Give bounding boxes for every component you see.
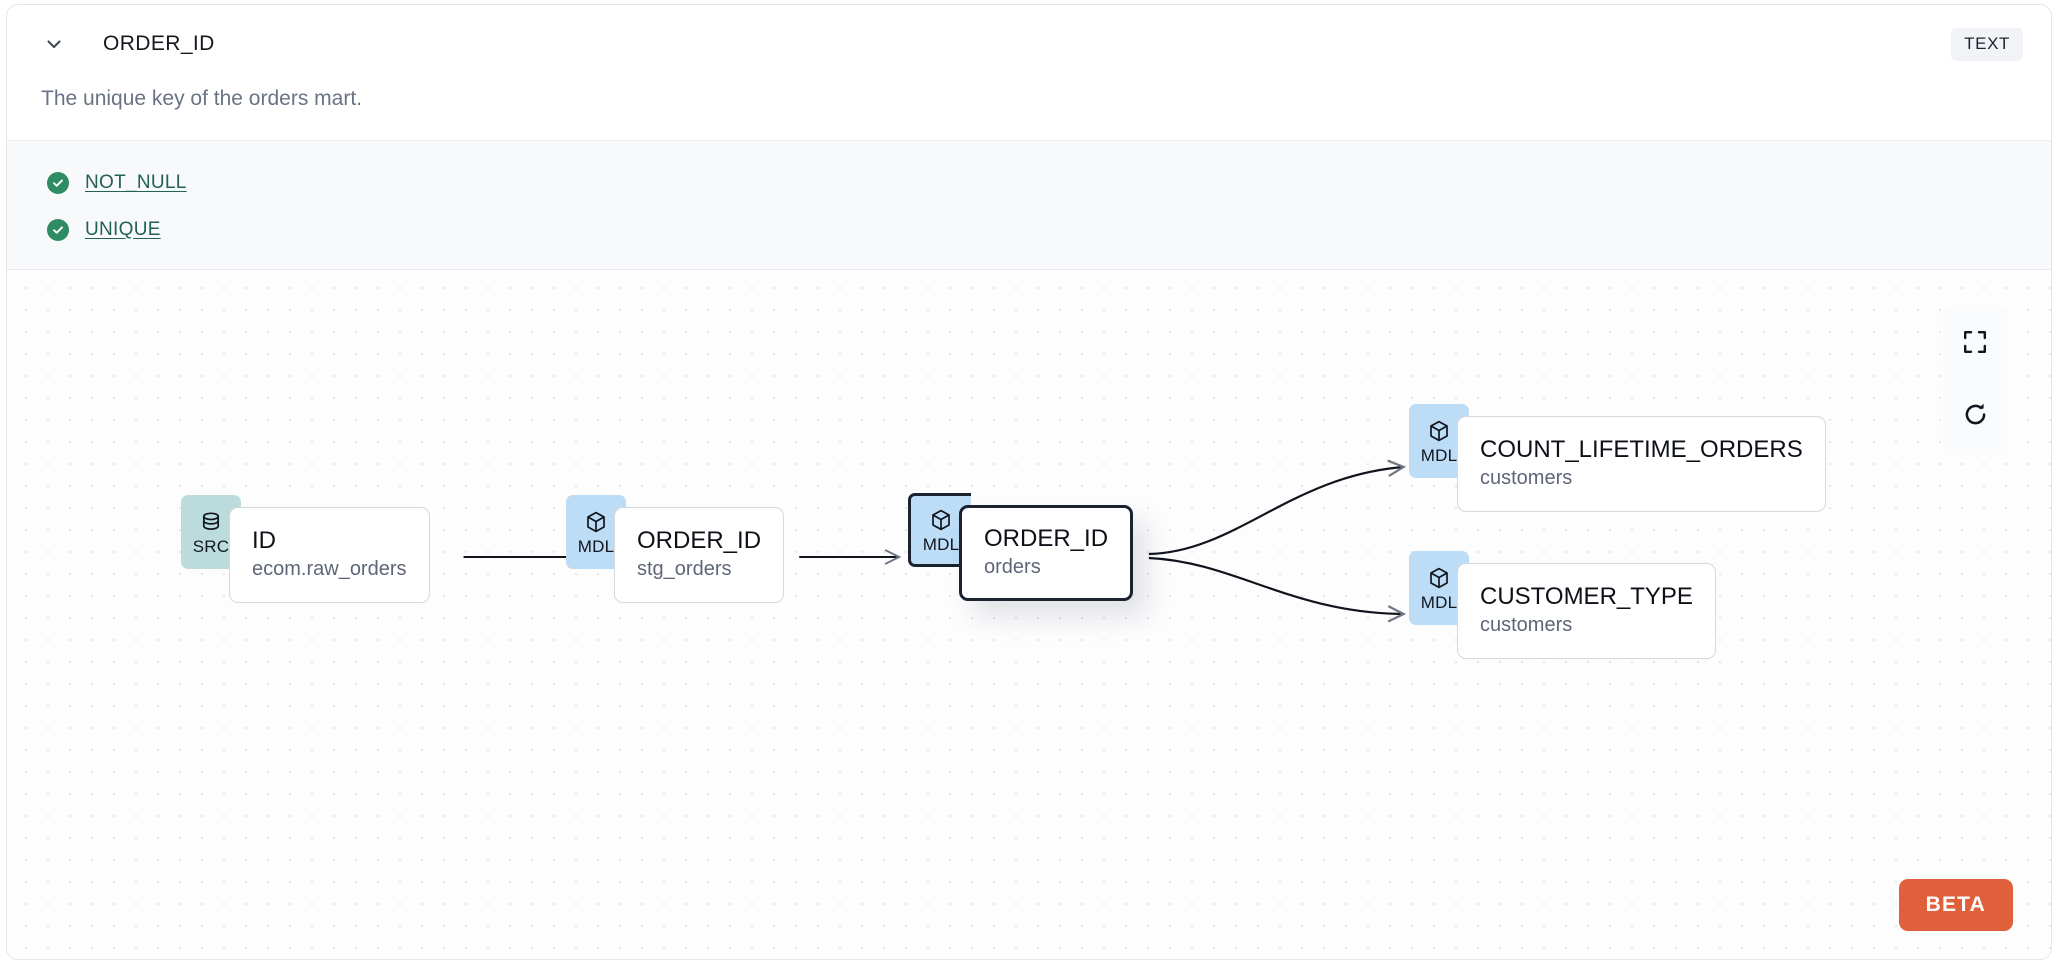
- node-parent-name: customers: [1480, 467, 1573, 490]
- node-badge-label: MDL: [577, 537, 615, 556]
- test-item-unique[interactable]: UNIQUE: [47, 206, 161, 253]
- node-parent-name: customers: [1480, 614, 1573, 637]
- node-badge-label: MDL: [1420, 593, 1458, 612]
- column-description: The unique key of the orders mart.: [41, 87, 362, 110]
- cube-icon: [1430, 567, 1448, 589]
- lineage-node-id[interactable]: SRC ID ecom.raw_orders: [181, 495, 430, 603]
- check-circle-icon: [47, 218, 69, 241]
- edge-orders-to-count-lifetime-orders: [1148, 459, 1407, 556]
- column-detail-panel: ORDER_ID TEXT The unique key of the orde…: [6, 4, 2052, 960]
- data-type-badge: TEXT: [1951, 27, 2023, 61]
- edge-orders-to-customer-type: [1148, 556, 1407, 623]
- node-parent-name: ecom.raw_orders: [252, 558, 407, 581]
- lineage-edges: [463, 459, 1407, 623]
- chevron-down-icon[interactable]: [41, 31, 67, 57]
- test-link-label[interactable]: UNIQUE: [85, 218, 161, 240]
- test-item-not-null[interactable]: NOT_NULL: [47, 159, 187, 206]
- lineage-graph-canvas[interactable]: SRC ID ecom.raw_orders MDL ORDER_ID stg_…: [7, 271, 2051, 959]
- page-title: ORDER_ID: [103, 32, 215, 55]
- check-circle-icon: [47, 171, 69, 194]
- panel-header: ORDER_ID TEXT: [7, 5, 2051, 83]
- tests-section: NOT_NULL UNIQUE: [7, 140, 2051, 270]
- node-badge-label: SRC: [192, 537, 230, 556]
- node-card[interactable]: ORDER_ID stg_orders: [614, 507, 785, 603]
- lineage-node-customer-type[interactable]: MDL CUSTOMER_TYPE customers: [1409, 551, 1716, 659]
- node-column-name: COUNT_LIFETIME_ORDERS: [1480, 435, 1803, 463]
- cube-icon: [1430, 420, 1448, 442]
- node-card[interactable]: COUNT_LIFETIME_ORDERS customers: [1457, 416, 1826, 512]
- lineage-node-stg-orders[interactable]: MDL ORDER_ID stg_orders: [566, 495, 785, 603]
- cube-icon: [932, 509, 950, 531]
- node-card[interactable]: ORDER_ID orders: [959, 505, 1134, 601]
- lineage-node-orders-selected[interactable]: MDL ORDER_ID orders: [908, 493, 1134, 601]
- refresh-icon[interactable]: [1943, 378, 2007, 450]
- node-column-name: ID: [252, 526, 276, 554]
- node-badge-label: MDL: [922, 535, 960, 554]
- node-parent-name: stg_orders: [637, 558, 732, 581]
- node-column-name: ORDER_ID: [637, 526, 762, 554]
- node-column-name: ORDER_ID: [984, 524, 1109, 552]
- cube-icon: [587, 511, 605, 533]
- test-link-label[interactable]: NOT_NULL: [85, 171, 187, 193]
- node-card[interactable]: ID ecom.raw_orders: [229, 507, 430, 603]
- node-badge-label: MDL: [1420, 446, 1458, 465]
- node-parent-name: orders: [984, 556, 1041, 579]
- lineage-node-count-lifetime-orders[interactable]: MDL COUNT_LIFETIME_ORDERS customers: [1409, 404, 1826, 512]
- database-icon: [202, 512, 220, 530]
- node-column-name: CUSTOMER_TYPE: [1480, 582, 1693, 610]
- fit-view-icon[interactable]: [1943, 306, 2007, 378]
- node-card[interactable]: CUSTOMER_TYPE customers: [1457, 563, 1716, 659]
- beta-badge[interactable]: BETA: [1898, 879, 2013, 931]
- canvas-controls: [1943, 306, 2007, 450]
